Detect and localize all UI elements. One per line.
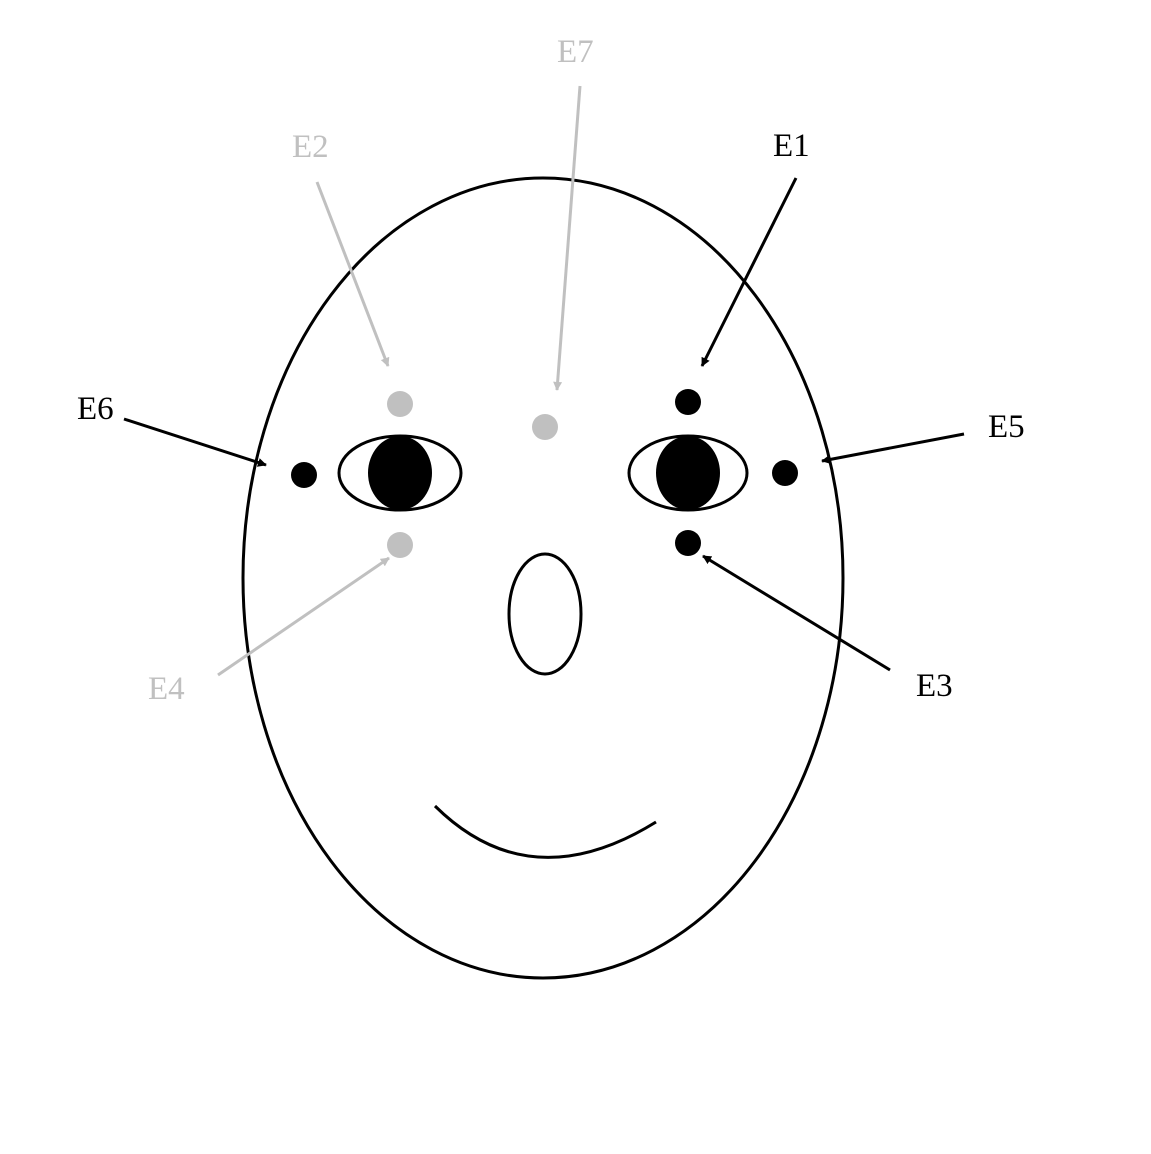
arrow-e6 [123,417,267,467]
label-e5: E5 [988,409,1025,445]
head-outline [241,176,845,980]
arrow-e1 [700,177,798,367]
arrow-e2 [315,181,390,367]
label-e6: E6 [77,391,114,427]
electrode-e7-dot [532,414,558,440]
electrode-e6-dot [291,462,317,488]
electrode-e4-dot [387,532,413,558]
label-e7: E7 [557,34,594,70]
electrode-e2-dot [387,391,413,417]
nose [507,552,583,676]
label-e1: E1 [773,128,810,164]
left-eye [337,434,463,512]
arrow-e4 [217,556,390,677]
arrow-e5 [821,432,965,464]
electrode-e1-dot [675,389,701,415]
label-e3: E3 [916,668,953,704]
right-pupil [656,436,720,510]
right-eye [627,434,749,512]
arrow-e3 [702,554,891,672]
electrode-e5-dot [772,460,798,486]
mouth [433,804,657,859]
label-e4: E4 [148,671,185,707]
arrow-e7 [553,85,582,391]
label-e2: E2 [292,129,329,165]
left-pupil [368,436,432,510]
electrode-e3-dot [675,530,701,556]
